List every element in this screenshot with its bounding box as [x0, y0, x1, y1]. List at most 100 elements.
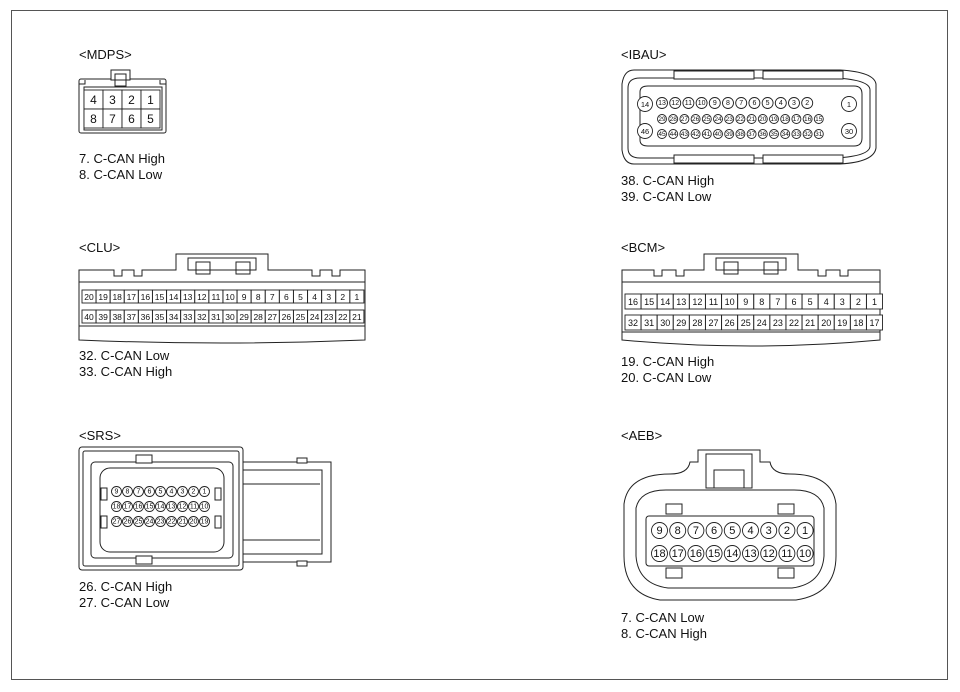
svg-text:17: 17: [124, 504, 132, 511]
svg-text:12: 12: [671, 100, 679, 107]
svg-text:46: 46: [641, 127, 649, 136]
svg-text:21: 21: [748, 116, 756, 123]
ibau-pin-28: 28: [668, 114, 679, 124]
clu-title: <CLU>: [79, 240, 121, 255]
bcm-pin-7: 7: [769, 293, 787, 310]
ibau-pin-2: 2: [801, 97, 814, 109]
svg-text:5: 5: [298, 292, 303, 302]
ibau-pin-39: 39: [724, 129, 735, 139]
clu-pin-4: 4: [307, 289, 323, 304]
svg-text:33: 33: [793, 131, 801, 138]
svg-text:7: 7: [739, 100, 743, 107]
svg-text:19: 19: [201, 519, 209, 526]
svg-text:5: 5: [159, 489, 163, 496]
svg-text:13: 13: [168, 504, 176, 511]
aeb-pin-13: 13: [742, 545, 759, 562]
svg-text:11: 11: [709, 297, 718, 307]
svg-text:10: 10: [725, 297, 735, 307]
svg-text:9: 9: [713, 100, 717, 107]
bcm-pin-26: 26: [721, 314, 739, 331]
aeb-pin-12: 12: [760, 545, 778, 562]
ibau-pin-43: 43: [679, 129, 690, 139]
bcm-pin-9: 9: [737, 293, 755, 310]
svg-text:20: 20: [759, 116, 767, 123]
ibau-pin-37: 37: [746, 129, 757, 139]
svg-text:7: 7: [693, 525, 699, 537]
clu-pin-12: 12: [194, 289, 210, 304]
clu-pin-1: 32. C-CAN Low: [79, 348, 170, 363]
ibau-pin-2: 39. C-CAN Low: [621, 189, 712, 204]
svg-text:13: 13: [676, 297, 686, 307]
svg-text:15: 15: [815, 116, 823, 123]
svg-text:17: 17: [869, 318, 879, 328]
srs-pin-4: 4: [166, 486, 177, 497]
aeb-pin-7: 7: [687, 522, 705, 539]
svg-text:2: 2: [784, 525, 790, 537]
mdps-pin-8: 8: [83, 108, 104, 129]
clu-pin-16: 16: [137, 289, 153, 304]
svg-text:10: 10: [201, 504, 209, 511]
mdps-title: <MDPS>: [79, 47, 132, 62]
svg-text:17: 17: [672, 548, 684, 560]
bcm-pin-30: 30: [656, 314, 674, 331]
svg-text:12: 12: [179, 504, 187, 511]
svg-text:31: 31: [211, 312, 221, 322]
svg-text:23: 23: [324, 312, 334, 322]
svg-text:5: 5: [729, 525, 735, 537]
clu-pin-37: 37: [123, 309, 139, 324]
svg-text:25: 25: [703, 116, 711, 123]
ibau-pin-24: 24: [713, 114, 723, 124]
svg-text:3: 3: [766, 525, 772, 537]
srs-pin-2: 27. C-CAN Low: [79, 595, 170, 610]
svg-text:18: 18: [112, 292, 122, 302]
clu-pin-31: 31: [208, 309, 224, 324]
bcm-pin-31: 31: [640, 314, 658, 331]
svg-text:27: 27: [268, 312, 278, 322]
svg-text:12: 12: [692, 297, 702, 307]
mdps-pin-2: 8. C-CAN Low: [79, 167, 163, 182]
bcm-pin-1: 1: [866, 293, 883, 310]
svg-text:4: 4: [90, 93, 97, 107]
svg-text:29: 29: [658, 116, 666, 123]
ibau-pin-44: 44: [668, 129, 679, 139]
svg-text:14: 14: [641, 100, 649, 109]
svg-text:35: 35: [770, 131, 778, 138]
aeb-pin-15: 15: [705, 545, 723, 562]
svg-text:25: 25: [135, 519, 143, 526]
bcm-pin-11: 11: [705, 293, 722, 310]
aeb-pin-4: 4: [742, 522, 759, 539]
svg-text:22: 22: [168, 519, 176, 526]
svg-text:26: 26: [725, 318, 735, 328]
ibau-pin-21: 21: [746, 114, 757, 124]
srs-pin-20: 20: [188, 516, 199, 527]
svg-text:11: 11: [781, 548, 792, 560]
mdps-pin-7: 7: [102, 108, 123, 129]
clu-pin-28: 28: [250, 309, 266, 324]
ibau-pin-32: 32: [802, 129, 813, 139]
bcm-pin-2: 20. C-CAN Low: [621, 370, 712, 385]
svg-text:18: 18: [782, 116, 790, 123]
svg-text:9: 9: [115, 489, 119, 496]
clu-pin-18: 18: [109, 289, 125, 304]
svg-text:27: 27: [113, 519, 121, 526]
srs-pin-25: 25: [133, 516, 144, 527]
ibau-pin-33: 33: [791, 129, 802, 139]
svg-text:1: 1: [847, 100, 851, 109]
bcm-pin-21: 21: [801, 314, 819, 331]
svg-text:2: 2: [805, 100, 809, 107]
svg-text:31: 31: [815, 131, 823, 138]
ibau-pin-20: 20: [757, 114, 768, 124]
aeb-pin-8: 8: [669, 522, 687, 539]
svg-text:30: 30: [845, 127, 853, 136]
srs-pin-14: 14: [155, 501, 166, 512]
ibau-pin-30: 30: [841, 123, 857, 139]
svg-text:15: 15: [708, 548, 720, 560]
svg-text:19: 19: [770, 116, 778, 123]
svg-text:11: 11: [190, 504, 197, 511]
aeb-pin-16: 16: [687, 545, 705, 562]
svg-text:24: 24: [757, 318, 767, 328]
srs-pin-5: 5: [155, 486, 166, 497]
ibau-pin-15: 15: [813, 114, 824, 124]
